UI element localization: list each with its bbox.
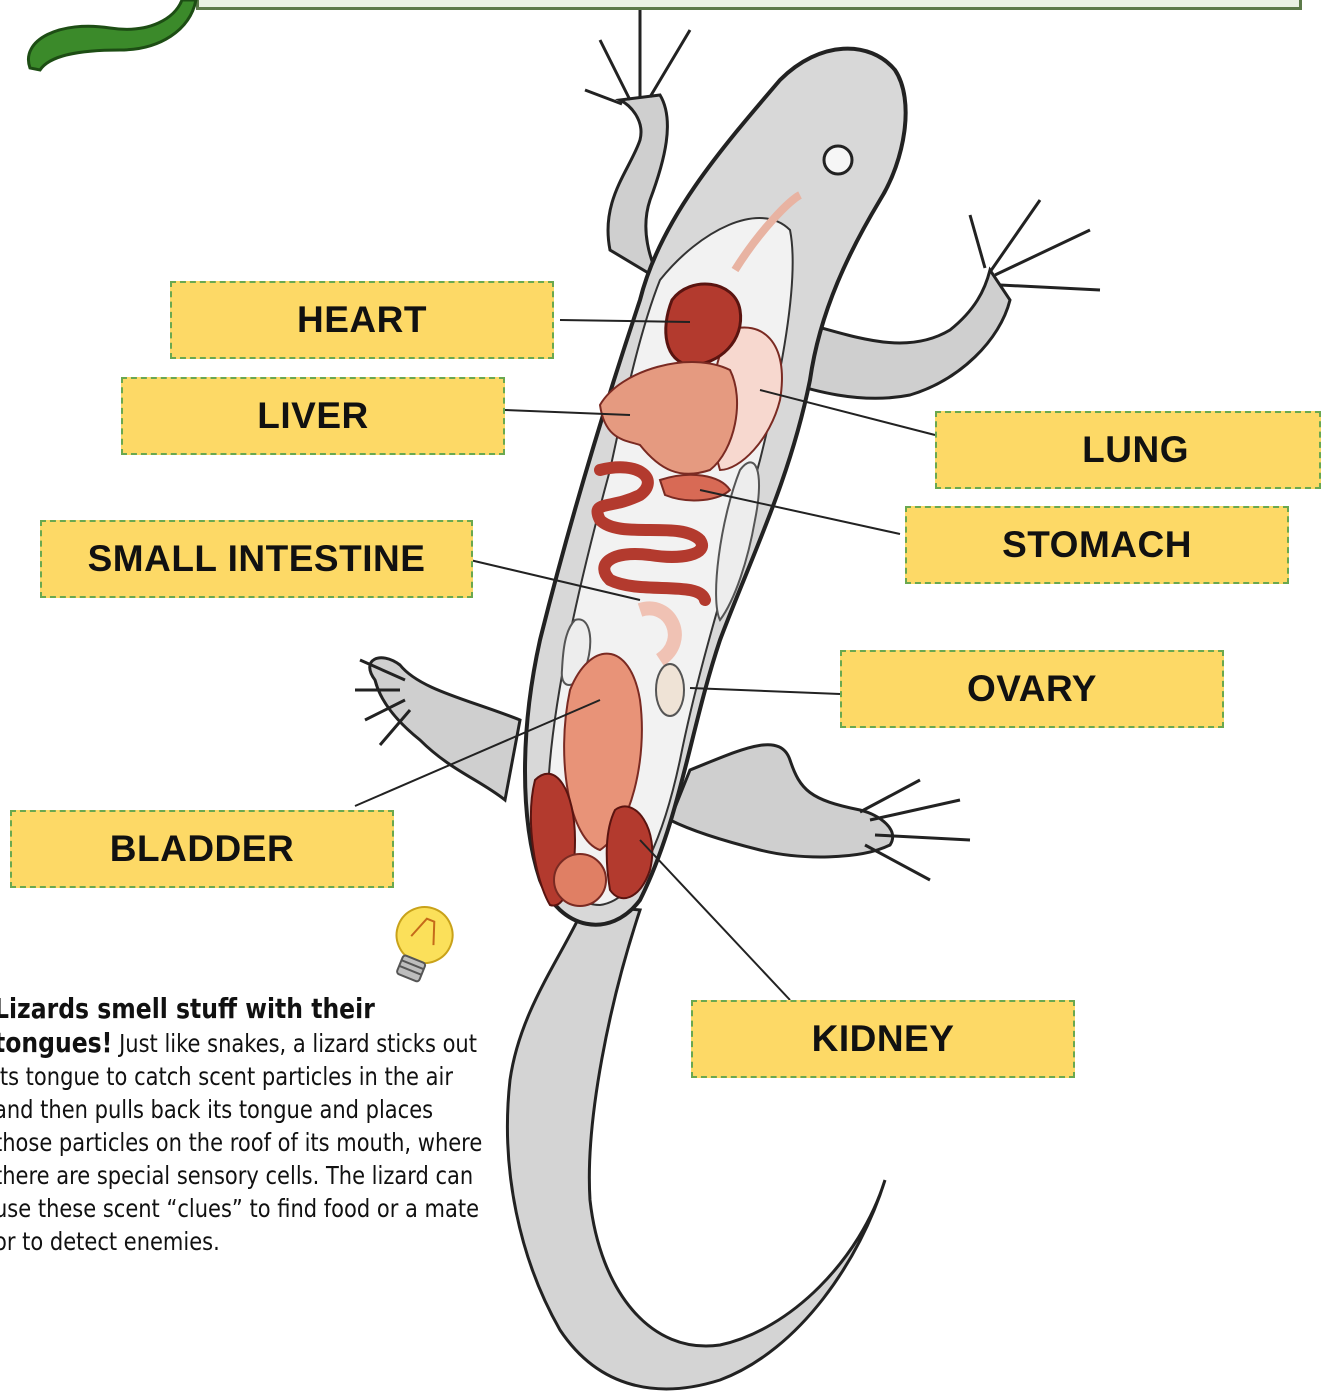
- label-lung: LUNG: [935, 411, 1321, 489]
- gecko-logo-icon: [28, 0, 196, 70]
- label-small-intestine: SMALL INTESTINE: [40, 520, 473, 598]
- fun-fact-text: Lizards smell stuff with their tongues! …: [0, 992, 495, 1258]
- fun-fact-body: Just like snakes, a lizard sticks out it…: [0, 1029, 482, 1256]
- label-ovary: OVARY: [840, 650, 1224, 728]
- label-kidney: KIDNEY: [691, 1000, 1075, 1078]
- label-bladder: BLADDER: [10, 810, 394, 888]
- label-liver: LIVER: [121, 377, 505, 455]
- lightbulb-icon: [381, 899, 461, 989]
- label-heart: HEART: [170, 281, 554, 359]
- label-stomach: STOMACH: [905, 506, 1289, 584]
